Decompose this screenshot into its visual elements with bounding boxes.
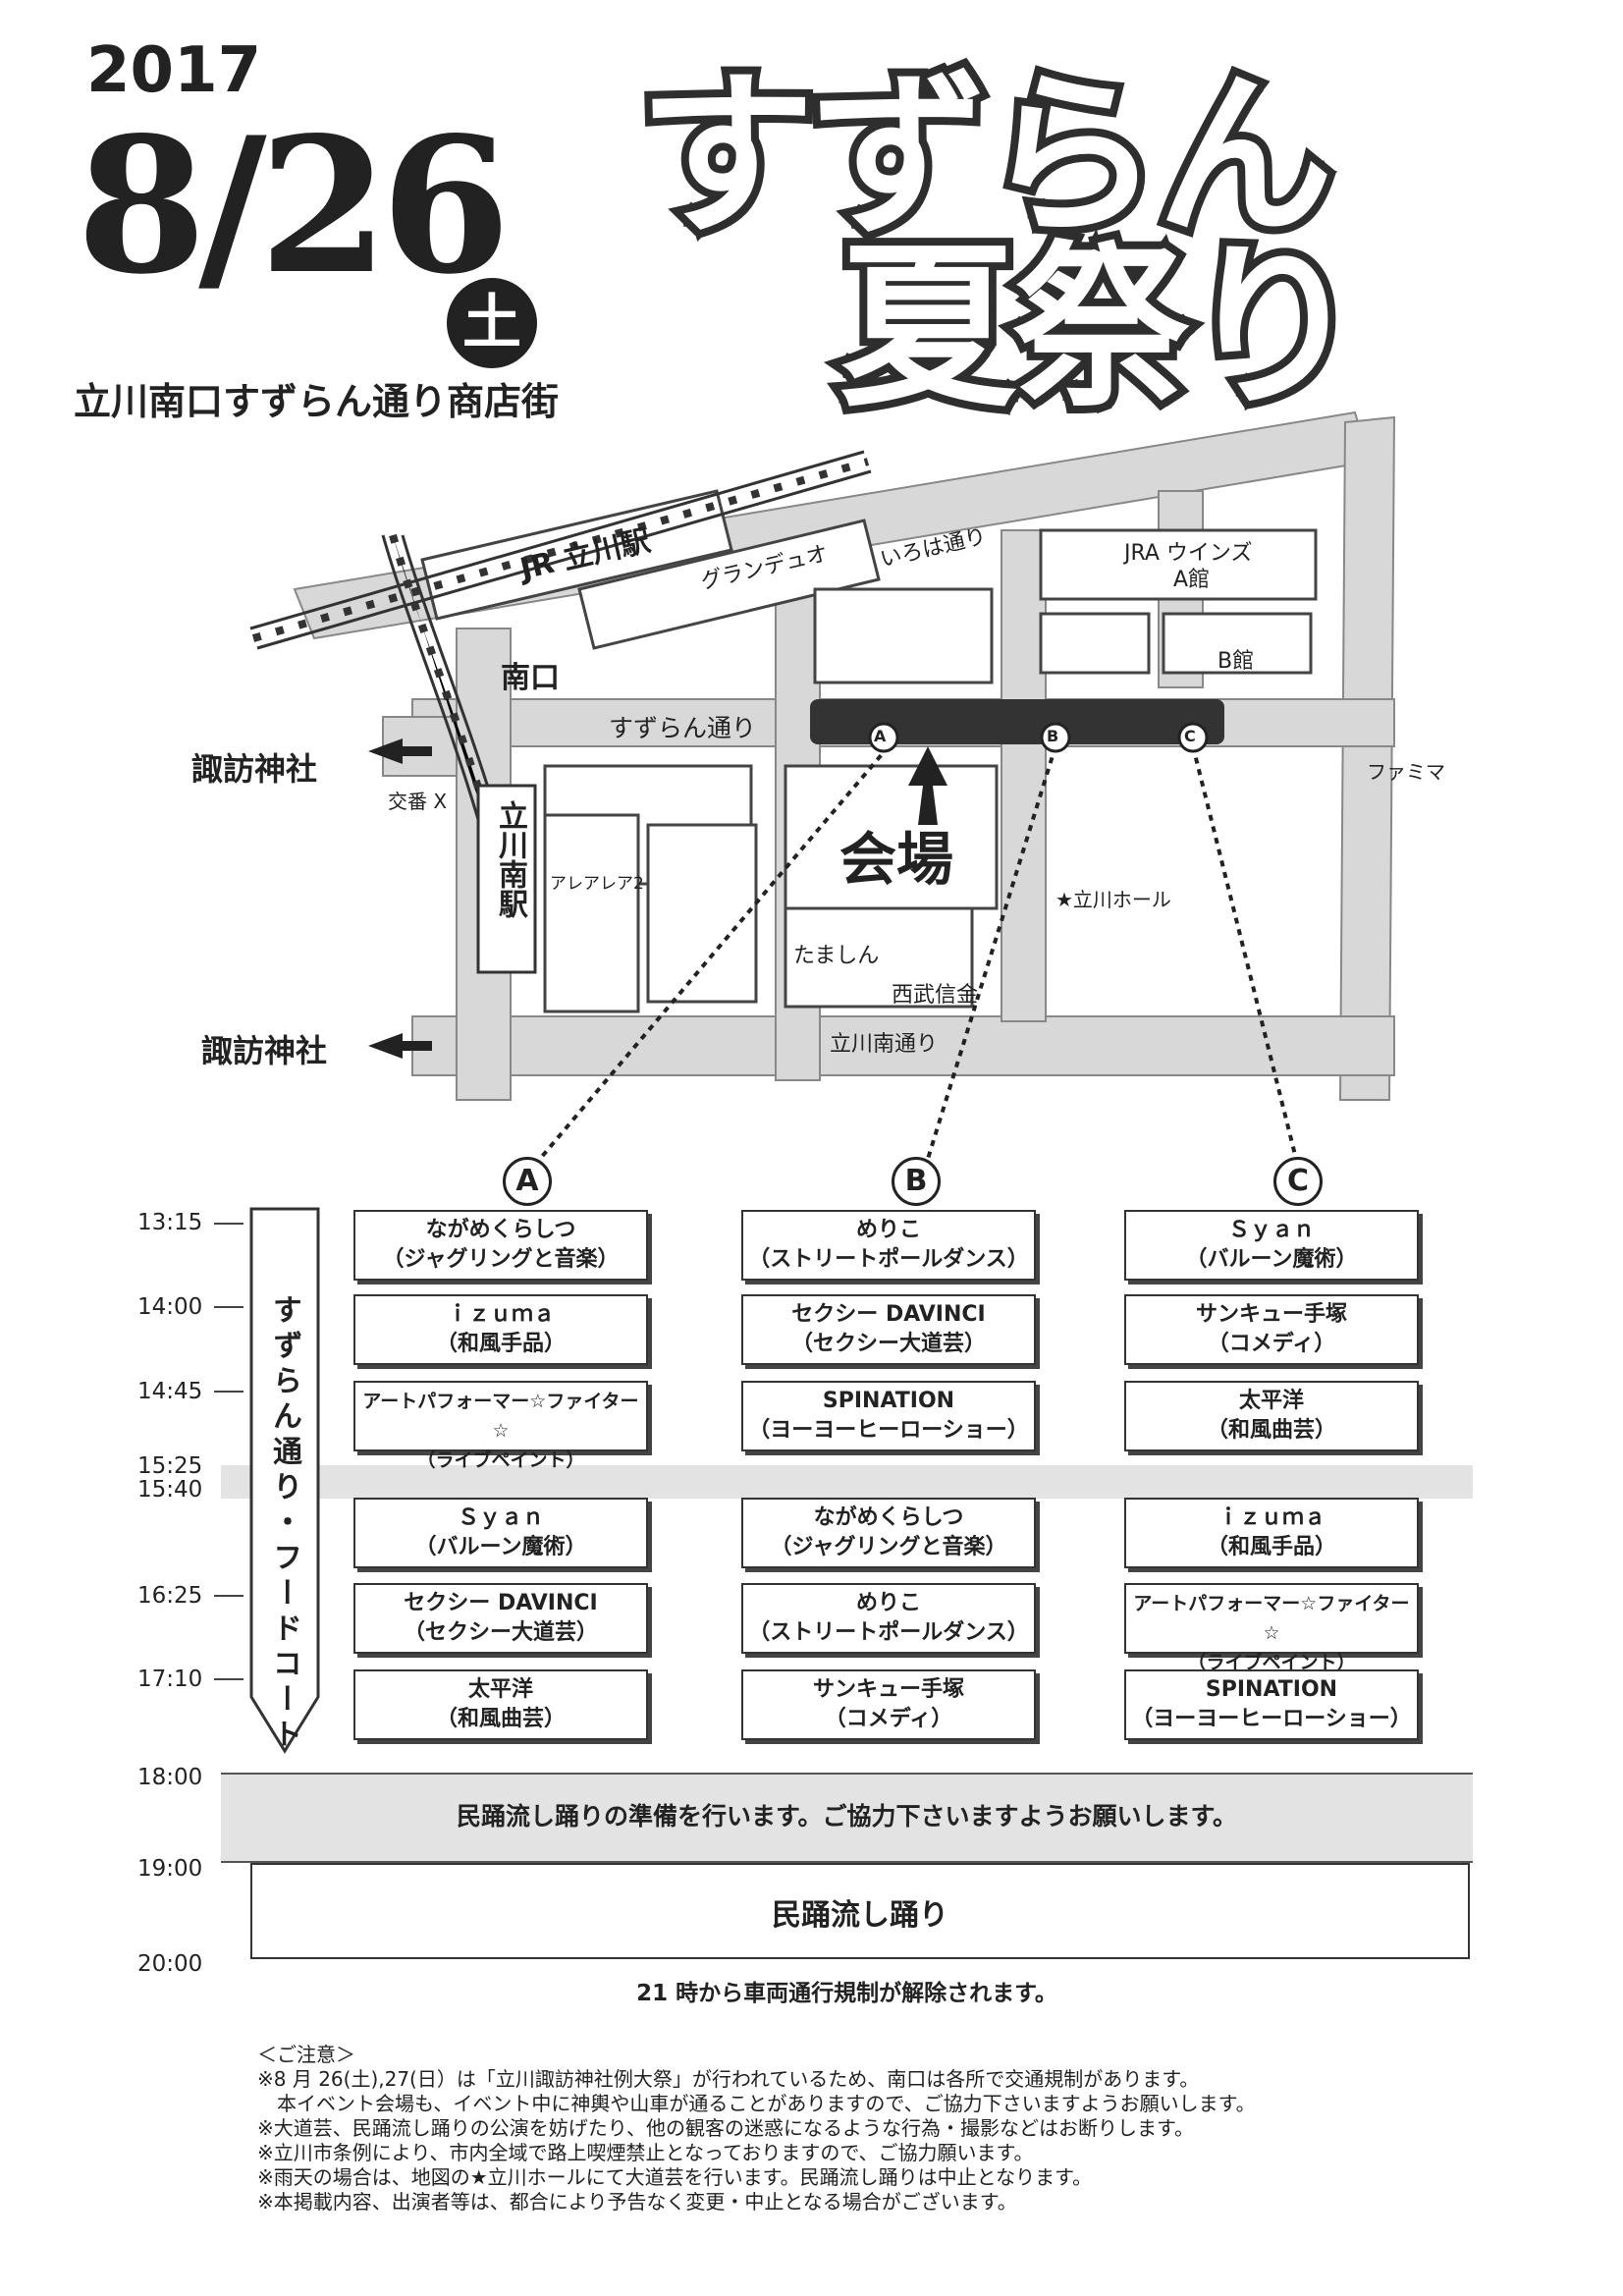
jra-wins-label: JRA ウインズ xyxy=(1124,541,1253,566)
time-label: 17:10 xyxy=(137,1667,203,1692)
break-band xyxy=(221,1465,1473,1499)
time-label: 18:00 xyxy=(137,1765,203,1790)
time-tick xyxy=(214,1391,243,1393)
day-of-week-badge: 土 xyxy=(447,278,537,368)
slot-cell-5a: セクシー DAVINCI（セクシー大道芸） xyxy=(353,1583,648,1654)
arearea-label: アレアレア2 xyxy=(550,874,644,894)
minami-dori-label: 立川南通り xyxy=(830,1032,939,1057)
slot-cell-3c: 太平洋（和風曲芸） xyxy=(1124,1381,1419,1451)
slot-cell-3b: SPINATION（ヨーヨーヒーローショー） xyxy=(741,1381,1036,1451)
jra-b-label: B館 xyxy=(1217,649,1255,674)
note-line: ※本掲載内容、出演者等は、都合により予告なく変更・中止となる場合がございます。 xyxy=(257,2190,1017,2214)
time-tick xyxy=(214,1306,243,1308)
minamiguchi-label: 南口 xyxy=(501,661,560,695)
slot-cell-4a: Ｓｙａｎ（バルーン魔術） xyxy=(353,1498,648,1568)
dance-label: 民踊流し踊り xyxy=(772,1898,948,1933)
slot-cell-1a: ながめくらしつ（ジャグリングと音楽） xyxy=(353,1210,648,1281)
note-line: ※8 月 26(土),27(日）は「立川諏訪神社例大祭」が行われているため、南口… xyxy=(257,2067,1200,2091)
slot-cell-5c: アートパフォーマー☆ファイター☆（ライブペイント） xyxy=(1124,1583,1419,1673)
slot-cell-4b: ながめくらしつ（ジャグリングと音楽） xyxy=(741,1498,1036,1568)
time-tick xyxy=(214,1678,243,1680)
column-head-a: A xyxy=(503,1157,552,1206)
column-head-c: C xyxy=(1273,1157,1323,1206)
prep-notice: 民踊流し踊りの準備を行います。ご協力下さいますようお願いします。 xyxy=(456,1802,1237,1831)
notes-heading: ＜ご注意＞ xyxy=(257,2043,355,2066)
food-court-label: すずらん通り・フードコート xyxy=(267,1294,301,1754)
suwa-shrine-label-1: 諏訪神社 xyxy=(191,750,318,788)
food-court-arrow xyxy=(249,1207,320,1754)
prep-band xyxy=(221,1773,1473,1863)
note-line: 本イベント会場も、イベント中に神輿や山車が通ることがありますので、ご協力下さいま… xyxy=(257,2092,1256,2115)
slot-cell-6b: サンキュー手塚（コメディ） xyxy=(741,1669,1036,1740)
slot-cell-4c: ｉｚｕｍａ（和風手品） xyxy=(1124,1498,1419,1568)
time-label: 13:15 xyxy=(137,1210,203,1235)
slot-cell-2c: サンキュー手塚（コメディ） xyxy=(1124,1294,1419,1365)
slot-cell-6c: SPINATION（ヨーヨーヒーローショー） xyxy=(1124,1669,1419,1740)
title-line-1: すずらん すずらん xyxy=(630,54,1341,259)
slot-cell-6a: 太平洋（和風曲芸） xyxy=(353,1669,648,1740)
seibu-shinkin-label: 西武信金 xyxy=(892,983,979,1008)
organizer: 立川南口すずらん通り商店街 xyxy=(74,380,560,423)
slot-cell-3a: アートパフォーマー☆ファイター☆（ライブペイント） xyxy=(353,1381,648,1471)
jra-a-label: A館 xyxy=(1173,568,1211,592)
time-tick xyxy=(214,1223,243,1225)
note-line: ※雨天の場合は、地図の★立川ホールにて大道芸を行います。民踊流し踊りは中止となり… xyxy=(257,2165,1093,2189)
suwa-shrine-label-2: 諏訪神社 xyxy=(201,1032,328,1069)
bar-marker-a: A xyxy=(874,727,887,745)
time-label: 19:00 xyxy=(137,1856,203,1882)
time-label: 20:00 xyxy=(137,1951,203,1977)
time-label: 14:00 xyxy=(137,1294,203,1320)
note-line: ※大道芸、民踊流し踊りの公演を妨げたり、他の観客の迷惑になるような行為・撮影など… xyxy=(257,2116,1194,2140)
time-label: 16:25 xyxy=(137,1583,203,1609)
time-label: 15:25 xyxy=(137,1453,203,1479)
area-map xyxy=(249,410,1396,1161)
tamashin-label: たましん xyxy=(793,944,880,968)
event-date: 8/26 xyxy=(77,96,511,315)
famima-label: ファミマ xyxy=(1367,760,1445,784)
slot-cell-2a: ｉｚｕｍａ（和風手品） xyxy=(353,1294,648,1365)
koban-label: 交番 X xyxy=(388,790,448,813)
dance-box xyxy=(250,1863,1470,1959)
slot-cell-1c: Ｓｙａｎ（バルーン魔術） xyxy=(1124,1210,1419,1281)
tachikawa-hall-label: ★立川ホール xyxy=(1055,888,1171,911)
bar-marker-c: C xyxy=(1184,727,1196,745)
note-line: ※立川市条例により、市内全域で路上喫煙禁止となっておりますので、ご協力願います。 xyxy=(257,2141,1034,2164)
time-tick xyxy=(214,1595,243,1597)
column-head-b: B xyxy=(892,1157,941,1206)
time-label: 14:45 xyxy=(137,1379,203,1404)
tachikawa-minami-station-label: 立川南駅 xyxy=(493,800,527,918)
bar-marker-b: B xyxy=(1047,727,1059,745)
traffic-notice: 21 時から車両通行規制が解除されます。 xyxy=(636,1981,1057,2006)
suzuran-street-label: すずらん通り xyxy=(609,714,757,742)
slot-cell-5b: めりこ（ストリートポールダンス） xyxy=(741,1583,1036,1654)
title-line-2: 夏祭り 夏祭り xyxy=(832,226,1370,431)
slot-cell-1b: めりこ（ストリートポールダンス） xyxy=(741,1210,1036,1281)
slot-cell-2b: セクシー DAVINCI（セクシー大道芸） xyxy=(741,1294,1036,1365)
time-label: 15:40 xyxy=(137,1477,203,1503)
venue-label: 会場 xyxy=(839,826,954,893)
year: 2017 xyxy=(86,34,262,107)
